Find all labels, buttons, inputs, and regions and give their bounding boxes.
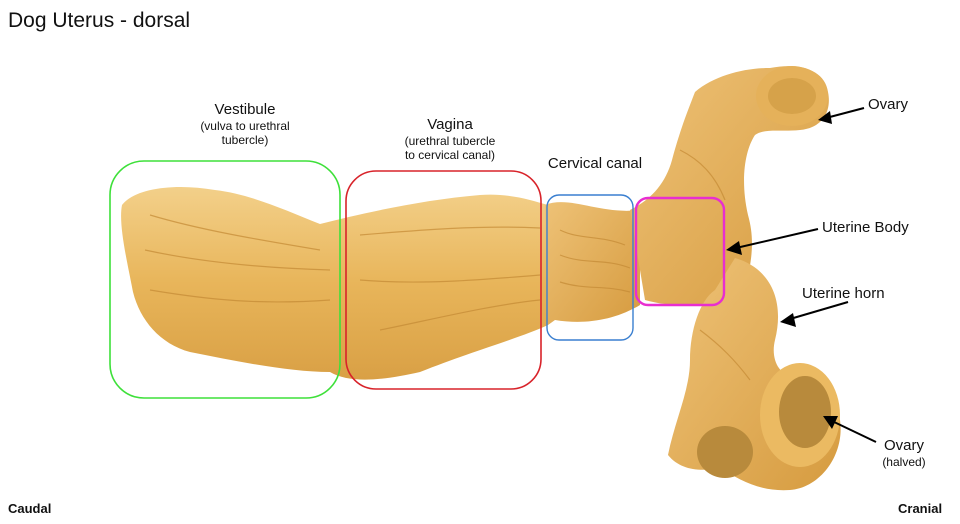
arrow-uterine-horn-head: [780, 313, 796, 327]
ovary-bottom-left-half: [697, 426, 753, 478]
vagina-label: Vagina (urethral tubercle to cervical ca…: [370, 116, 530, 163]
cervical-canal-label: Cervical canal: [535, 155, 655, 173]
vagina-label-main: Vagina: [427, 116, 473, 133]
vestibule-label-main: Vestibule: [214, 101, 276, 118]
ovary-bottom-label-main: Ovary: [883, 437, 924, 454]
arrow-ovary-top-head: [818, 111, 832, 124]
cervical-canal-label-main: Cervical canal: [547, 155, 643, 172]
cervix-tissue: [545, 202, 640, 325]
cervical-canal-region-box: [546, 194, 634, 341]
arrow-ovary-bottom-head: [823, 416, 838, 429]
cranial-label: Cranial: [898, 501, 943, 516]
page-title: Dog Uterus - dorsal: [8, 9, 191, 32]
ovary-top-label-main: Ovary: [868, 96, 909, 113]
uterine-horn-label-main: Uterine horn: [802, 285, 885, 302]
ovary-top-label: Ovary: [868, 96, 928, 114]
pointer-arrows: [726, 107, 877, 443]
vestibule-vagina-tissue: [121, 186, 549, 380]
vestibule-label: Vestibule (vulva to urethral tubercle): [165, 101, 325, 148]
arrow-ovary-bottom: [831, 420, 877, 443]
ovary-bottom-label: Ovary (halved): [872, 437, 936, 469]
uterine-horn-label: Uterine horn: [802, 285, 912, 303]
caudal-label: Caudal: [8, 501, 52, 516]
vestibule-label-sub2: tubercle): [221, 133, 269, 148]
uterine-body-label-main: Uterine Body: [822, 219, 909, 236]
ovary-top-texture: [768, 78, 816, 114]
uterine-body-label: Uterine Body: [822, 219, 932, 237]
vagina-region-box: [345, 170, 542, 390]
vestibule-region-box: [109, 160, 341, 399]
vagina-label-sub2: to cervical canal): [404, 148, 496, 163]
vagina-label-sub1: (urethral tubercle: [404, 134, 496, 148]
ovary-bottom-cut-surface: [779, 376, 831, 448]
arrow-uterine-body-head: [726, 241, 742, 255]
arrow-uterine-body: [735, 228, 819, 249]
ovary-bottom-label-sub: (halved): [882, 455, 926, 469]
vestibule-label-sub1: (vulva to urethral: [200, 119, 290, 133]
uterine-body-region-box: [634, 196, 726, 307]
uterine-body-upper-horn-tissue: [630, 66, 829, 306]
arrow-uterine-horn: [789, 301, 849, 320]
tissue-folds: [144, 149, 751, 381]
arrow-ovary-top: [825, 107, 865, 119]
